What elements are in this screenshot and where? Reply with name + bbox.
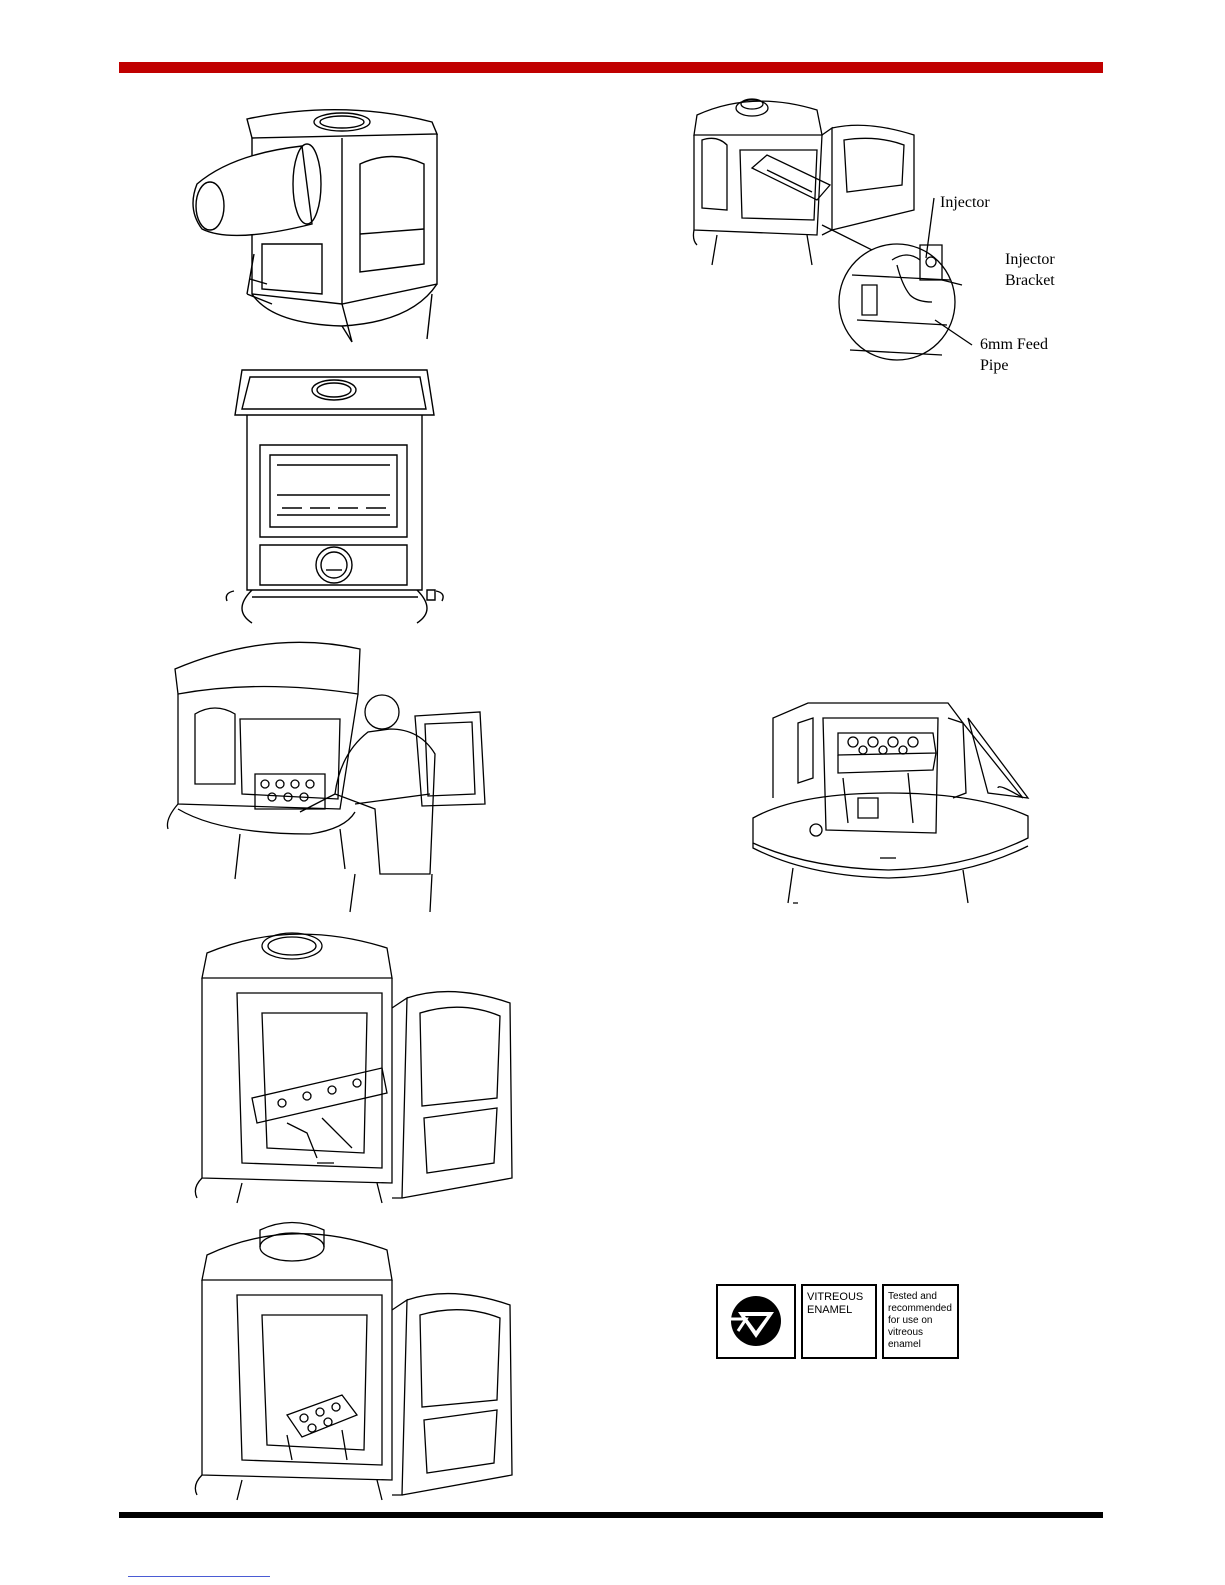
vitreous-enamel-note: Tested and recommended for use on vitreo… — [882, 1284, 959, 1359]
vitreous-enamel-label: VITREOUS ENAMEL — [801, 1284, 877, 1359]
stove-burner-tilted-figure — [192, 918, 532, 1203]
injector-bracket-callout: Injector Bracket — [1005, 249, 1055, 291]
vitreous-enamel-logo — [716, 1284, 796, 1359]
vitreous-enamel-icon — [718, 1286, 794, 1357]
stove-rear-flue-figure — [192, 94, 442, 344]
feed-pipe-callout: 6mm Feed Pipe — [980, 334, 1048, 376]
stove-injector-detail-figure — [692, 90, 982, 370]
stove-person-removing-tray-figure — [160, 634, 500, 912]
injector-callout: Injector — [940, 192, 990, 213]
top-rule — [119, 62, 1103, 73]
footer-link-underline[interactable] — [128, 1576, 270, 1577]
stove-burner-installed-figure — [748, 698, 1033, 910]
bottom-rule — [119, 1512, 1103, 1518]
stove-burner-raised-figure — [192, 1215, 532, 1500]
stove-front-figure — [222, 365, 462, 627]
